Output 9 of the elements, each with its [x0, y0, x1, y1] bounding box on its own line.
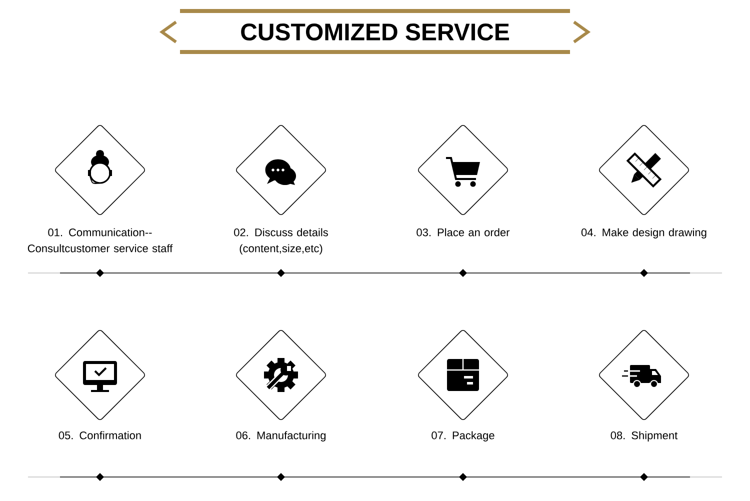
title-banner: CUSTOMIZED SERVICE: [159, 9, 591, 54]
node-label: 06. Manufacturing: [236, 431, 326, 442]
node-label: 07. Package: [432, 431, 494, 442]
node-label: 04. Make design drawing: [581, 228, 706, 238]
node-label: 08. Shipment: [610, 431, 678, 442]
node-label: 01. Communication-- Consultcustomer service staff: [28, 228, 173, 252]
node-label: 05. Confirmation: [58, 431, 141, 440]
node-label: 03. Place an order: [416, 228, 510, 236]
node-label: 02. Discuss details (content,size,etc): [234, 228, 328, 254]
